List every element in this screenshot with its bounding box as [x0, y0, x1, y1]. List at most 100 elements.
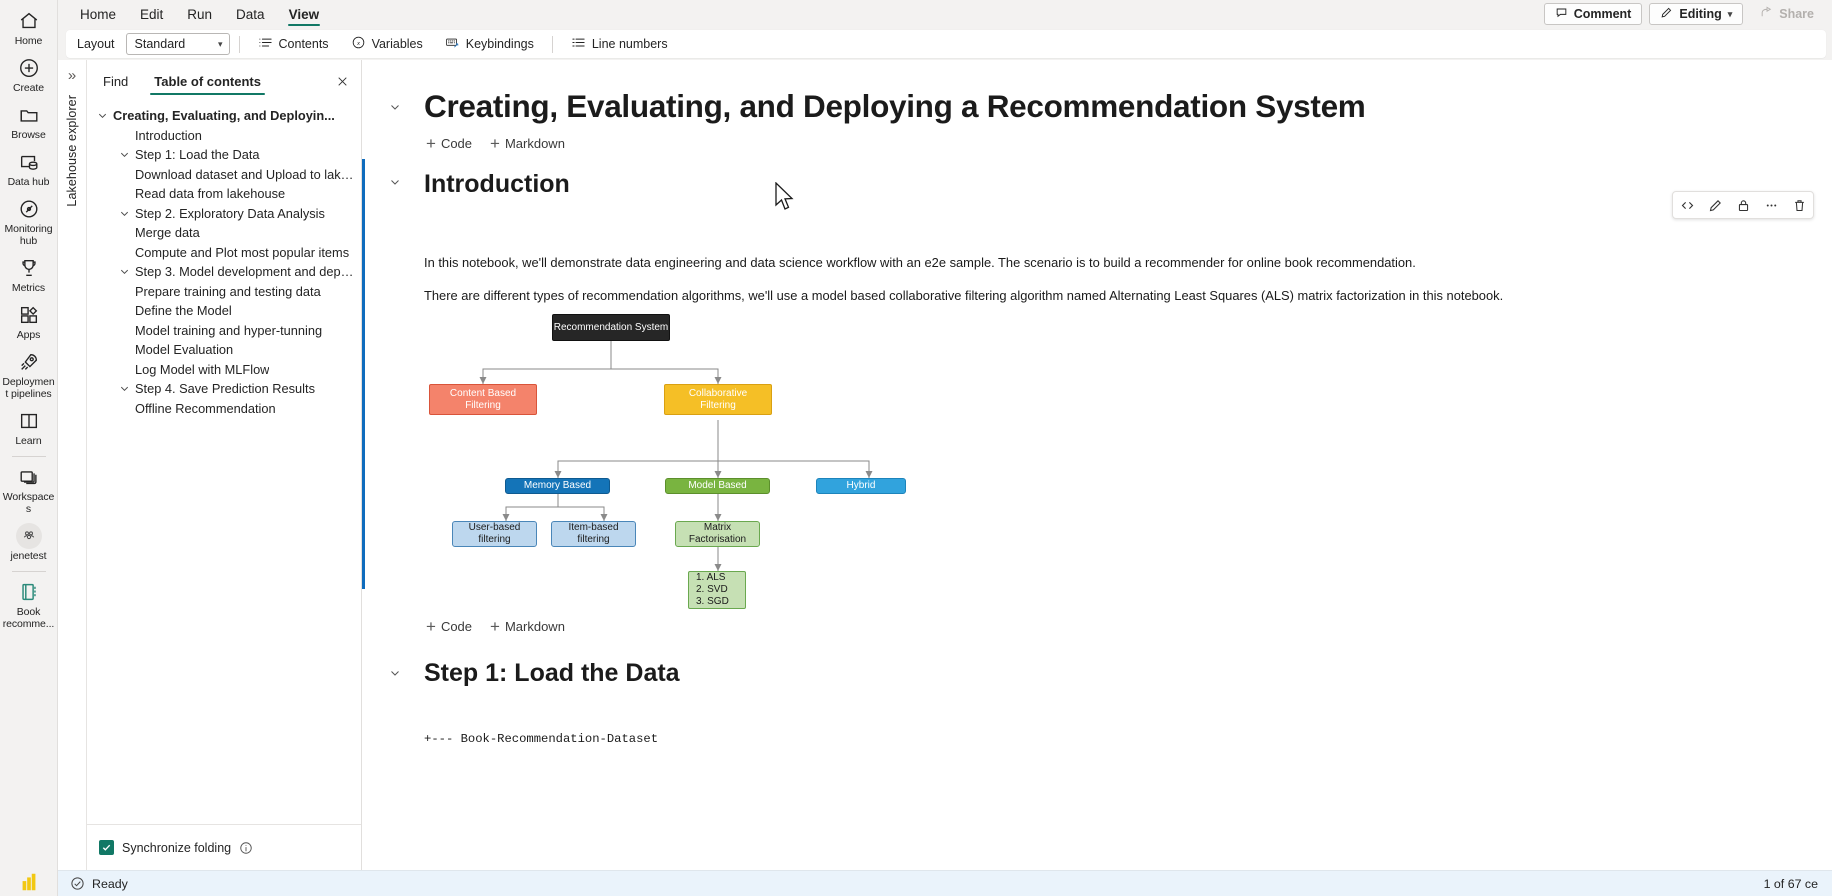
line-numbers-button[interactable]: Line numbers — [562, 32, 677, 56]
status-page-label: 1 of 67 ce — [1763, 876, 1818, 891]
chevron-down-icon[interactable] — [113, 208, 135, 219]
plus-circle-icon — [2, 56, 56, 80]
notebook-cell-step1[interactable]: Step 1: Load the Data +--- Book-Recommen… — [362, 642, 1832, 746]
collapse-cell-icon[interactable] — [386, 664, 404, 682]
lock-icon[interactable] — [1729, 192, 1757, 218]
rail-item-workspaces[interactable]: Workspaces — [0, 460, 57, 519]
chevron-down-icon[interactable] — [113, 266, 135, 277]
add-code-cell-button[interactable]: + Code — [424, 615, 480, 638]
plus-icon: + — [490, 134, 500, 153]
edit-icon[interactable] — [1701, 192, 1729, 218]
diagram-node-label: 2. SVD — [696, 584, 728, 595]
keybindings-button[interactable]: Keybindings — [436, 32, 543, 56]
check-circle-icon — [70, 876, 85, 891]
line-numbers-label: Line numbers — [591, 37, 668, 51]
introduction-heading: Introduction — [424, 170, 570, 198]
diagram-node-label: Memory Based — [523, 480, 592, 491]
layout-select[interactable]: Standard ▾ — [125, 33, 230, 55]
toc-item[interactable]: Step 2. Exploratory Data Analysis — [87, 204, 361, 224]
toc-item[interactable]: Step 3. Model development and deploy — [87, 262, 361, 282]
tab-data[interactable]: Data — [236, 6, 265, 22]
chevron-double-right-icon[interactable]: » — [67, 67, 77, 84]
tab-find[interactable]: Find — [103, 74, 129, 89]
rail-item-deployment-pipelines[interactable]: Deployment pipelines — [0, 345, 57, 404]
info-icon[interactable] — [239, 841, 253, 855]
toc-item[interactable]: Merge data — [87, 223, 361, 243]
layout-value: Standard — [134, 37, 186, 51]
toc-item[interactable]: Step 1: Load the Data — [87, 145, 361, 165]
add-cell-row: + Code + Markdown — [424, 126, 1832, 159]
comment-button[interactable]: Comment — [1543, 3, 1643, 25]
rail-item-browse[interactable]: Browse — [0, 98, 57, 145]
add-code-cell-button[interactable]: + Code — [424, 132, 480, 155]
workspace-avatar-icon — [2, 523, 56, 549]
diagram-node-user-based-filtering: User-based filtering — [452, 521, 537, 547]
diagram-node-root: Recommendation System — [552, 314, 670, 341]
rail-item-jenetest[interactable]: jenetest — [0, 519, 57, 566]
rail-item-apps[interactable]: Apps — [0, 298, 57, 345]
toc-item[interactable]: Creating, Evaluating, and Deployin... — [87, 106, 361, 126]
toc-item[interactable]: Read data from lakehouse — [87, 184, 361, 204]
rail-item-powerbi[interactable] — [0, 865, 57, 896]
collapse-cell-icon[interactable] — [386, 173, 404, 191]
chevron-down-icon[interactable] — [113, 383, 135, 394]
toc-item[interactable]: Model Evaluation — [87, 340, 361, 360]
tab-table-of-contents[interactable]: Table of contents — [150, 71, 265, 97]
add-code-label: Code — [440, 619, 473, 634]
tab-home[interactable]: Home — [80, 6, 117, 22]
toc-item-label: Model Evaluation — [135, 342, 234, 358]
toc-item[interactable]: Download dataset and Upload to lakeh... — [87, 165, 361, 185]
variables-button[interactable]: x Variables — [342, 32, 432, 56]
toc-item-label: Creating, Evaluating, and Deployin... — [113, 108, 335, 124]
toc-item[interactable]: Introduction — [87, 126, 361, 146]
ribbon-actions: Comment Editing ▾ Share — [1543, 0, 1832, 28]
share-button[interactable]: Share — [1750, 3, 1824, 25]
chevron-down-icon[interactable] — [113, 149, 135, 160]
rail-item-data-hub[interactable]: Data hub — [0, 145, 57, 192]
toc-item-label: Step 1: Load the Data — [135, 147, 260, 163]
toc-item[interactable]: Model training and hyper-tunning — [87, 321, 361, 341]
tab-view[interactable]: View — [277, 0, 332, 28]
toc-item[interactable]: Offline Recommendation — [87, 399, 361, 419]
contents-label: Contents — [278, 37, 329, 51]
diagram-node-collaborative-filtering: Collaborative Filtering — [664, 384, 772, 415]
rail-item-learn[interactable]: Learn — [0, 404, 57, 451]
intro-paragraph-1: In this notebook, we'll demonstrate data… — [424, 255, 1416, 270]
toc-item[interactable]: Step 4. Save Prediction Results — [87, 379, 361, 399]
tab-edit[interactable]: Edit — [140, 6, 164, 22]
rail-item-metrics[interactable]: Metrics — [0, 251, 57, 298]
add-markdown-cell-button[interactable]: + Markdown — [488, 132, 573, 155]
rail-item-home[interactable]: Home — [0, 4, 57, 51]
synchronize-folding-checkbox[interactable] — [99, 840, 114, 855]
notebook-cell-title[interactable]: Creating, Evaluating, and Deploying a Re… — [362, 60, 1832, 159]
toc-item-label: Compute and Plot most popular items — [135, 244, 350, 260]
rail-label: jenetest — [10, 550, 47, 562]
add-markdown-cell-button[interactable]: + Markdown — [488, 615, 573, 638]
avatar — [15, 523, 42, 549]
notebook-canvas[interactable]: Creating, Evaluating, and Deploying a Re… — [362, 60, 1832, 870]
more-options-icon[interactable] — [1757, 192, 1785, 218]
diagram-node-label: 1. ALS — [696, 572, 726, 583]
chevron-down-icon: ▾ — [218, 38, 223, 49]
close-icon[interactable] — [331, 70, 353, 92]
chevron-down-icon[interactable] — [91, 110, 113, 121]
rail-item-create[interactable]: Create — [0, 51, 57, 98]
notebook-cell-introduction[interactable]: Introduction — [362, 159, 1832, 642]
lakehouse-explorer-strip: » Lakehouse explorer — [58, 60, 87, 870]
lakehouse-explorer-label[interactable]: Lakehouse explorer — [65, 95, 79, 207]
delete-icon[interactable] — [1785, 192, 1813, 218]
tab-run[interactable]: Run — [187, 6, 213, 22]
toc-item[interactable]: Compute and Plot most popular items — [87, 243, 361, 263]
editing-button[interactable]: Editing ▾ — [1649, 3, 1744, 25]
contents-button[interactable]: Contents — [249, 32, 338, 56]
rail-item-monitoring-hub[interactable]: Monitoring hub — [0, 192, 57, 251]
diagram-node-label: filtering — [478, 534, 511, 545]
toc-item[interactable]: Define the Model — [87, 301, 361, 321]
toc-item[interactable]: Prepare training and testing data — [87, 282, 361, 302]
rail-label: Data hub — [7, 176, 50, 188]
rail-item-book-recommendation[interactable]: Book recomme... — [0, 575, 57, 634]
toc-item[interactable]: Log Model with MLFlow — [87, 360, 361, 380]
collapse-cell-icon[interactable] — [386, 98, 404, 116]
toggle-code-icon[interactable] — [1673, 192, 1701, 218]
